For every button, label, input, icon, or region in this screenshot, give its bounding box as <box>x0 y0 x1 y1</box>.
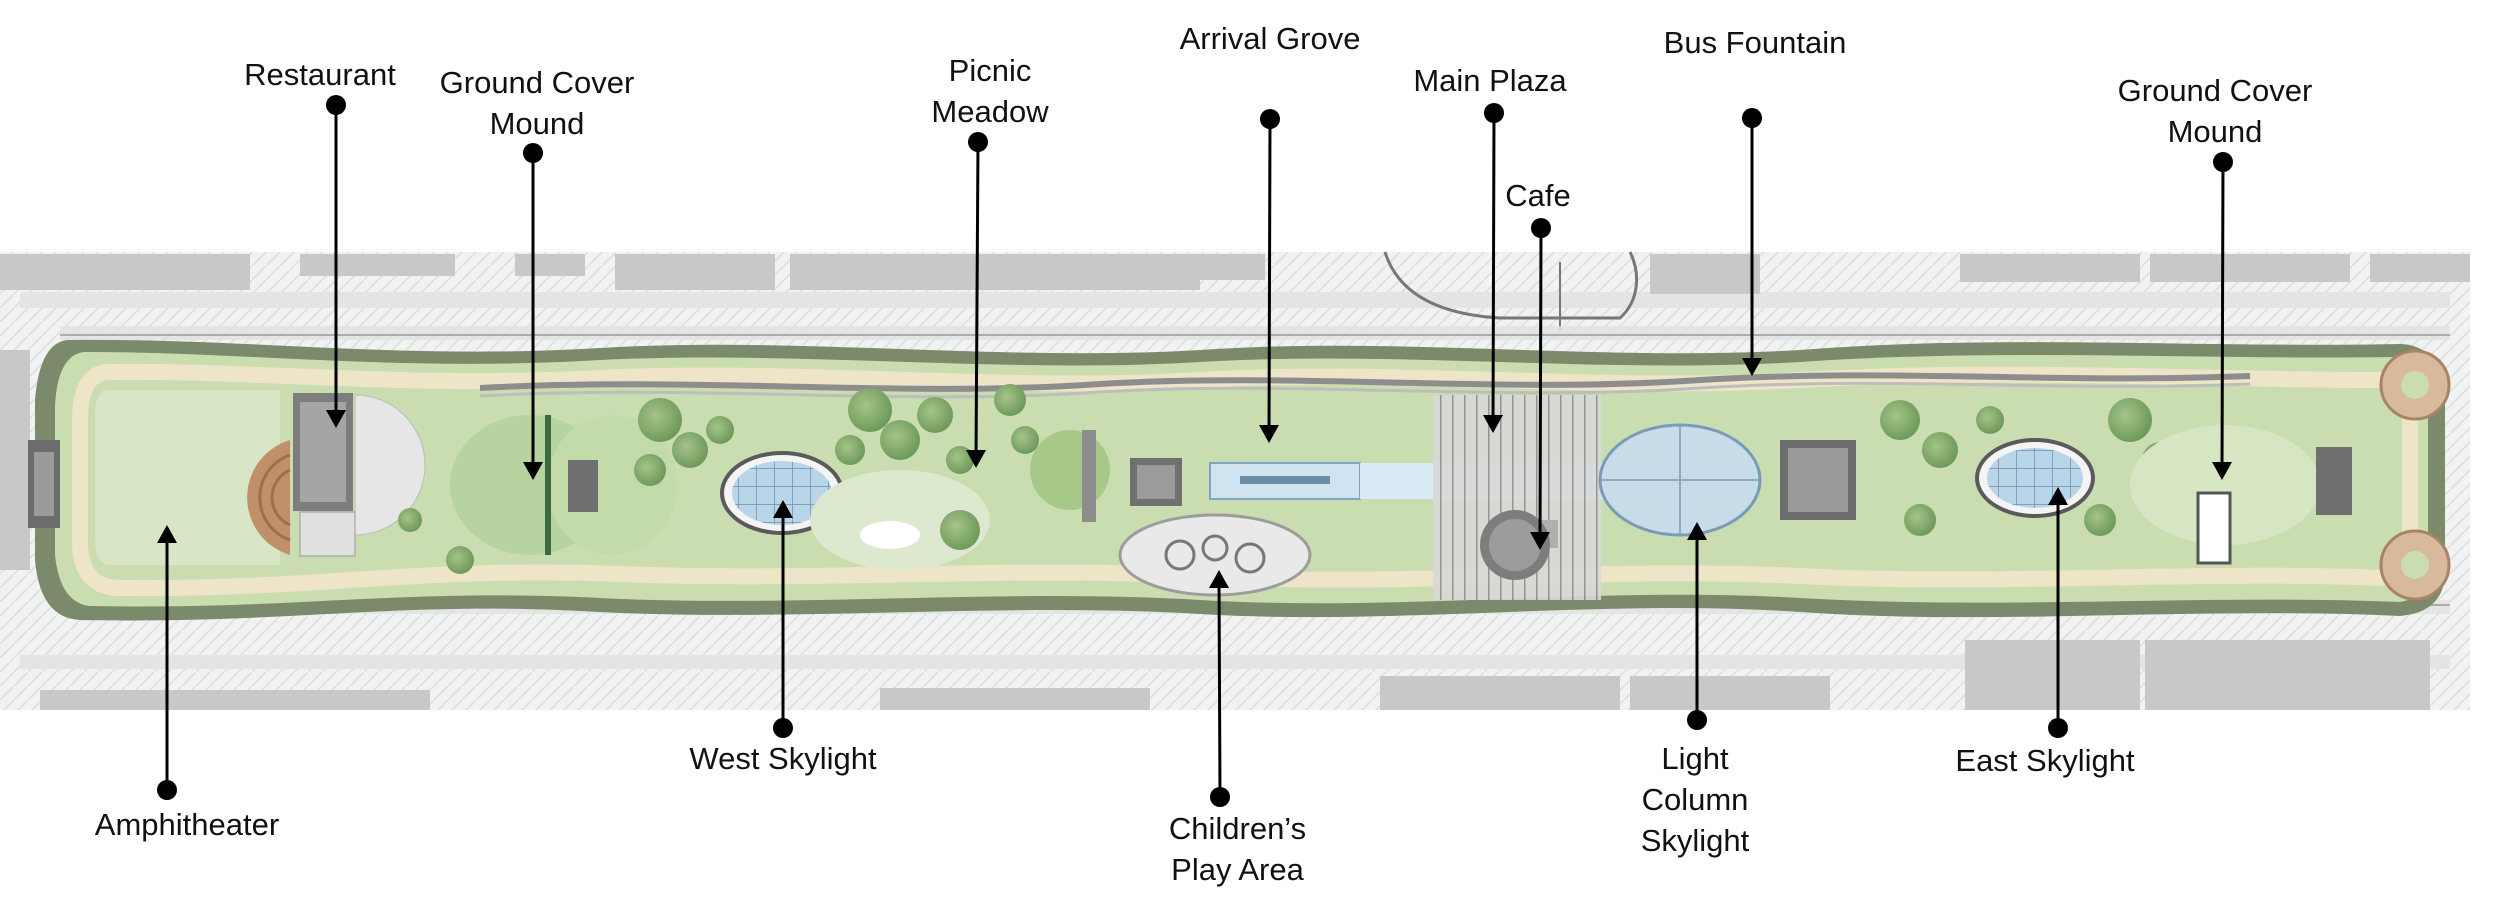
childrens-play-area <box>1118 513 1312 597</box>
leader-cafe <box>1530 218 1551 550</box>
label-east-skylight: East Skylight <box>1955 743 2135 778</box>
label-ground-cover-mound-east: Ground Cover Mound <box>2117 73 2313 149</box>
leader-ground-cover-mound-west <box>523 143 543 480</box>
leader-bus-fountain <box>1742 108 1762 376</box>
east-skylight <box>1975 438 2095 518</box>
label-restaurant: Restaurant <box>244 57 396 92</box>
picnic-meadow <box>810 430 1110 570</box>
label-amphitheater: Amphitheater <box>94 807 280 842</box>
label-west-skylight: West Skylight <box>689 741 877 776</box>
label-cafe: Cafe <box>1505 178 1571 213</box>
ground-cover-mound-east <box>2130 425 2320 565</box>
leader-west-skylight <box>773 500 793 738</box>
leader-ground-cover-mound-east <box>2212 152 2233 480</box>
label-picnic-meadow: Picnic Meadow <box>931 53 1049 129</box>
leader-light-column-skylight <box>1687 522 1707 730</box>
light-column-skylight <box>1598 423 1762 537</box>
east-end-pavilion <box>2316 447 2352 515</box>
west-tree-cluster <box>398 384 1039 574</box>
label-arrival-grove: Arrival Grove <box>1179 21 1361 56</box>
leader-childrens-play-area <box>1209 570 1230 807</box>
amphitheater-area <box>95 390 291 565</box>
restaurant-building <box>293 393 426 557</box>
label-bus-fountain: Bus Fountain <box>1663 25 1847 60</box>
leader-main-plaza <box>1483 103 1504 433</box>
leader-arrival-grove <box>1259 109 1280 443</box>
leader-lines <box>157 95 2233 807</box>
leader-east-skylight <box>2048 487 2068 738</box>
ground-cover-mound-west <box>450 415 677 555</box>
label-ground-cover-mound-west: Ground Cover Mound <box>439 65 635 141</box>
promenade-path <box>72 363 2418 597</box>
label-main-plaza: Main Plaza <box>1413 63 1567 98</box>
leader-picnic-meadow <box>966 132 988 468</box>
label-childrens-play-area: Children’s Play Area <box>1168 811 1307 887</box>
leader-amphitheater <box>157 525 177 800</box>
context-buildings <box>0 254 2470 710</box>
label-light-column-skylight: Light Column Skylight <box>1640 741 1750 858</box>
leader-restaurant <box>326 95 346 428</box>
